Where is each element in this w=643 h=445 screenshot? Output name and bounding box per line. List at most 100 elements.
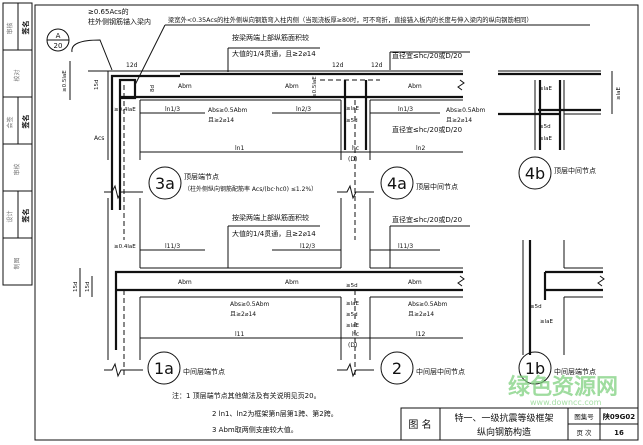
label: 12d: [332, 62, 344, 69]
node-circle: [380, 351, 414, 385]
node-id: 4b: [525, 164, 545, 183]
label: Abm: [408, 279, 422, 286]
note: 3 Abm取两侧支座较大值。: [212, 425, 298, 434]
node-4b: 4b 顶层中间节点: [518, 156, 596, 190]
label: 12d: [126, 62, 138, 69]
label: hc: [352, 145, 359, 152]
signature: 签名: [21, 21, 30, 36]
label: ln2/3: [296, 106, 311, 113]
node-label: 顶层中间节点: [416, 182, 458, 191]
drawing-frame: [34, 4, 639, 441]
strip-label: 审核: [6, 22, 14, 34]
label: 且≥2⌀14: [208, 117, 234, 124]
ref-top: A: [56, 32, 61, 40]
label: ln1: [235, 145, 244, 152]
node-id: 3a: [155, 174, 175, 193]
label: Acs: [94, 135, 104, 142]
note: 注：1 顶层端节点其他做法及有关说明见页20。: [172, 391, 321, 400]
label: hc: [352, 331, 359, 338]
title-block: 图 名 特一、一级抗震等级框架 纵向钢筋构造 图集号 陕09G02 页 次 16: [400, 407, 639, 441]
label: Abs≥0.5Abm: [230, 301, 270, 308]
label: ≥5d: [346, 283, 358, 289]
node-4a: 4a 顶层中间节点: [380, 166, 458, 200]
node-2: 2 中间层中间节点: [380, 351, 465, 385]
node-label: 中间层中间节点: [416, 367, 465, 376]
label: ≥laE: [540, 319, 554, 325]
label: 且≥2⌀14: [408, 311, 434, 318]
label: 直径宜≤hc/20或D/20: [392, 215, 462, 224]
label: ≥5d: [346, 118, 358, 124]
label: ln1/3: [398, 106, 413, 113]
label: 15d: [94, 80, 100, 91]
label: ≥0.5laE: [312, 76, 318, 98]
label: l12: [416, 331, 425, 338]
page-number: 16: [614, 429, 624, 437]
label: ≥5d: [346, 312, 358, 318]
label: l11: [235, 331, 244, 338]
label: ≥laE: [539, 86, 553, 92]
label: Abm: [178, 83, 192, 90]
label: 按梁两端上部纵筋面积较: [232, 33, 309, 42]
label: 大值的1/4贯通，且≥2⌀14: [232, 229, 316, 238]
label: ≥5d: [539, 124, 551, 130]
label: ≥0.4laE: [114, 107, 136, 113]
node-circle: [148, 166, 182, 200]
label: ≥laE: [346, 301, 360, 307]
label: （柱外侧纵向钢筋配筋率 Acs/(bc·hc0) ≤1.2%）: [184, 185, 317, 193]
node-circle: [380, 166, 414, 200]
name-label: 图 名: [408, 418, 431, 431]
watermark: 绿色资源网: [508, 374, 618, 400]
label: Abs≥0.5Abm: [446, 107, 486, 114]
label: ≥laE: [539, 136, 553, 142]
strip-label: 校对: [13, 69, 21, 81]
label: Abm: [408, 83, 422, 90]
label: 8d: [150, 85, 156, 92]
label: 直径宜≤hc/20或D/20: [392, 125, 462, 134]
node-circle: [518, 156, 552, 190]
label: ≥0.65Acs的: [88, 7, 129, 16]
signature: 签名: [21, 209, 30, 224]
node-circle: [147, 351, 181, 385]
label: Abs≥0.5Abm: [408, 301, 448, 308]
node-id: 4a: [387, 174, 407, 193]
node-id: 1a: [154, 359, 174, 378]
strip-label: 设计: [6, 210, 14, 222]
atlas-number: 陕09G02: [603, 412, 635, 421]
label: 大值的1/4贯通，且≥2⌀14: [232, 49, 316, 58]
label: (D): [348, 156, 357, 163]
label: 12d: [371, 62, 383, 69]
atlas-label: 图集号: [574, 412, 594, 421]
node-label: 顶层中间节点: [554, 166, 596, 175]
label: ≥laE: [616, 86, 622, 100]
label: 15d: [73, 282, 79, 293]
label: ≥laE: [346, 323, 360, 329]
label: 且≥2⌀14: [446, 117, 472, 124]
node-3a: 3a 顶层端节点: [148, 166, 219, 200]
label: ≥5d: [530, 304, 542, 310]
strip-label: 会签: [6, 116, 14, 128]
strip-label: 审校: [13, 163, 21, 175]
node-1a: 1a 中间层端节点: [147, 351, 225, 385]
label: Abm: [285, 279, 299, 286]
label: 柱外侧钢筋锚入梁内: [88, 17, 151, 26]
node-label: 中间层端节点: [183, 367, 225, 376]
page-label: 页 次: [576, 428, 592, 437]
detail-4b: ≥laE ≥laE ≥5d ≥laE: [498, 70, 622, 150]
detail-1b: ≥5d ≥laE: [522, 240, 605, 355]
label: Abm: [285, 83, 299, 90]
label: ln2: [416, 145, 425, 152]
label: 梁宽外<0.35Acs的柱外侧纵向钢筋弯入柱内侧（当现浇板厚≥80时，可不弯折，…: [168, 15, 533, 24]
signature: 签名: [21, 115, 30, 130]
label: (D): [348, 342, 357, 349]
node-id: 2: [392, 359, 402, 378]
label: 15d: [85, 282, 91, 293]
drawing-subtitle: 纵向钢筋构造: [477, 426, 531, 438]
label: ≥0.4laE: [114, 244, 136, 250]
note: 2 ln1、ln2为框架第n层第1跨、第2跨。: [212, 409, 338, 418]
label: l12/3: [300, 243, 315, 250]
label: Abm: [178, 279, 192, 286]
node-id: 1b: [525, 359, 545, 378]
node-label: 顶层端节点: [184, 172, 219, 181]
